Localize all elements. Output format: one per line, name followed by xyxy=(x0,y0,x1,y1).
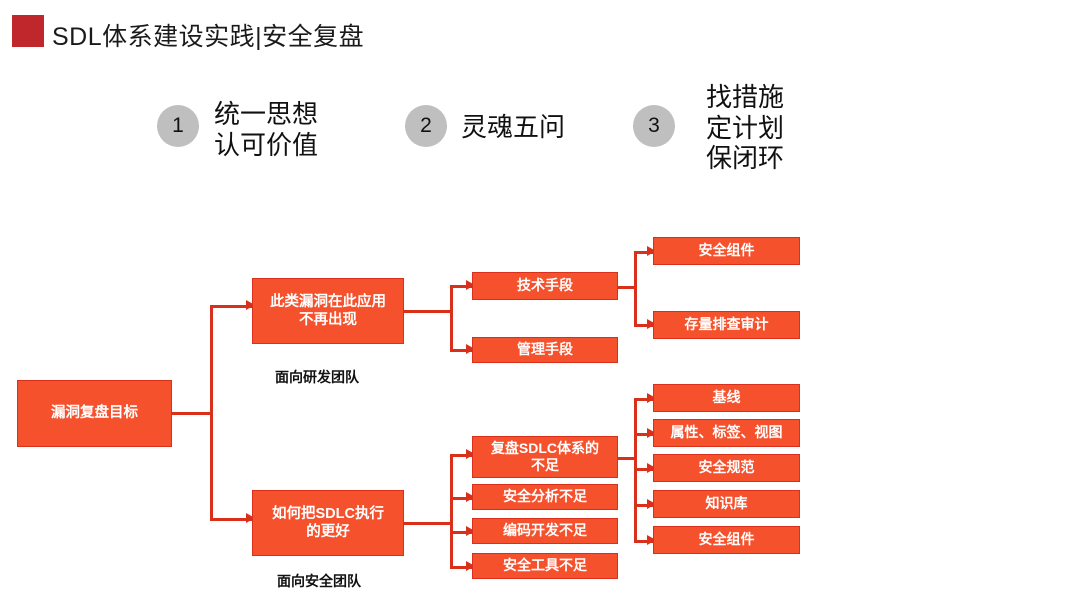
connector-sec-to-analysis xyxy=(450,497,472,500)
connector-dev-to-mgmt xyxy=(450,349,472,352)
arrow-tech-to-audit-icon xyxy=(647,319,656,329)
connector-root-to-sec xyxy=(210,518,252,521)
arrow-sec-to-analysis-icon xyxy=(466,492,475,502)
arrow-sec-to-coding-icon xyxy=(466,526,475,536)
arrow-sec-to-tools-icon xyxy=(466,561,475,571)
node-tooling-gap[interactable]: 安全工具不足 xyxy=(472,553,618,579)
connector-dev-to-tech xyxy=(450,285,472,288)
node-security-component-bottom[interactable]: 安全组件 xyxy=(653,526,800,554)
connector-sdlc-to-kb xyxy=(634,504,653,507)
connector-sec-to-coding xyxy=(450,531,472,534)
step-label-3: 找措施 定计划 保闭环 xyxy=(706,82,785,174)
node-sec-goal[interactable]: 如何把SDLC执行 的更好 xyxy=(252,490,404,556)
node-dev-goal[interactable]: 此类漏洞在此应用 不再出现 xyxy=(252,278,404,344)
connector-root-stem xyxy=(172,412,213,415)
node-security-component-top[interactable]: 安全组件 xyxy=(653,237,800,265)
step-number-2: 2 xyxy=(405,105,447,147)
connector-sec-to-tools xyxy=(450,566,472,569)
connector-sec-split xyxy=(450,454,453,568)
arrow-sec-to-sdlc-icon xyxy=(466,449,475,459)
arrow-root-to-sec-icon xyxy=(246,513,255,523)
connector-tech-stem xyxy=(618,286,636,289)
connector-tech-to-comp xyxy=(634,251,653,254)
node-knowledge-base[interactable]: 知识库 xyxy=(653,490,800,518)
connector-sec-stem xyxy=(404,522,452,525)
step-label-1: 统一思想 认可价值 xyxy=(214,99,319,160)
page-title: SDL体系建设实践|安全复盘 xyxy=(52,23,365,51)
node-security-spec[interactable]: 安全规范 xyxy=(653,454,800,482)
arrow-dev-to-tech-icon xyxy=(466,280,475,290)
node-coding-gap[interactable]: 编码开发不足 xyxy=(472,518,618,544)
node-analysis-gap[interactable]: 安全分析不足 xyxy=(472,484,618,510)
node-root[interactable]: 漏洞复盘目标 xyxy=(17,380,172,447)
node-sdlc-gaps[interactable]: 复盘SDLC体系的 不足 xyxy=(472,436,618,478)
node-baseline[interactable]: 基线 xyxy=(653,384,800,412)
node-tech-means[interactable]: 技术手段 xyxy=(472,272,618,300)
node-attributes-tags-views[interactable]: 属性、标签、视图 xyxy=(653,419,800,447)
connector-root-split xyxy=(210,305,213,520)
connector-dev-stem xyxy=(404,310,452,313)
node-mgmt-means[interactable]: 管理手段 xyxy=(472,337,618,363)
arrow-sdlc-to-kb-icon xyxy=(647,499,656,509)
arrow-tech-to-comp-icon xyxy=(647,246,656,256)
node-stock-audit[interactable]: 存量排查审计 xyxy=(653,311,800,339)
arrow-sdlc-to-attr-icon xyxy=(647,428,656,438)
arrow-sdlc-to-baseline-icon xyxy=(647,393,656,403)
arrow-dev-to-mgmt-icon xyxy=(466,344,475,354)
arrow-sdlc-to-comp-icon xyxy=(647,535,656,545)
connector-dev-split xyxy=(450,285,453,351)
connector-sdlc-to-spec xyxy=(634,468,653,471)
step-number-1: 1 xyxy=(157,105,199,147)
connector-sdlc-to-baseline xyxy=(634,398,653,401)
arrow-root-to-dev-icon xyxy=(246,300,255,310)
connector-sdlc-stem xyxy=(618,457,636,460)
step-label-2: 灵魂五问 xyxy=(461,112,566,142)
connector-tech-split xyxy=(634,251,637,326)
connector-tech-to-audit xyxy=(634,324,653,327)
connector-sec-to-sdlc xyxy=(450,454,472,457)
connector-sdlc-to-attr xyxy=(634,433,653,436)
connector-sdlc-to-comp xyxy=(634,540,653,543)
step-number-3: 3 xyxy=(633,105,675,147)
caption-sec-team: 面向安全团队 xyxy=(277,573,361,589)
connector-root-to-dev xyxy=(210,305,252,308)
caption-dev-team: 面向研发团队 xyxy=(275,369,359,385)
title-accent-bar xyxy=(12,15,44,47)
arrow-sdlc-to-spec-icon xyxy=(647,463,656,473)
